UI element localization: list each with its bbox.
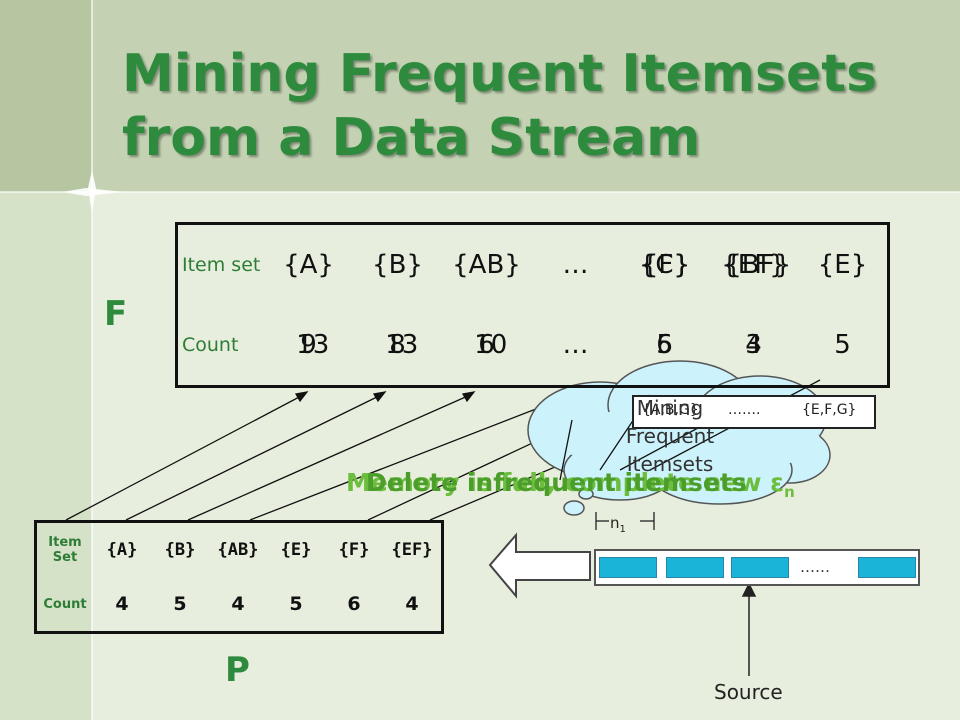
slide-title: Mining Frequent Itemsets from a Data Str… (122, 42, 942, 170)
itemset-cell: {B} (372, 250, 423, 280)
table-row: Item Set {A} {B} {AB} {E} {F} {EF} (36, 522, 443, 578)
itemset-cell: {B} (164, 540, 196, 560)
pattern-item: {A,B,G} (642, 402, 699, 418)
count-cell: 4 (405, 593, 419, 615)
potential-itemset-table: Item Set {A} {B} {AB} {E} {F} {EF} Count… (34, 520, 444, 634)
pattern-item: {E,F,G} (802, 402, 857, 418)
itemset-cell: {EF} (391, 540, 433, 560)
count-cell: 5 (289, 593, 303, 615)
count-overlay: 13 (296, 330, 330, 360)
itemset-cell: {AB} (217, 540, 259, 560)
table-row: Count 4 5 4 5 6 4 (36, 577, 443, 633)
count-header: Count (43, 596, 87, 612)
count-overlay: 13 (385, 330, 419, 360)
itemset-cell: {F} (338, 540, 370, 560)
count-cell: 5 (173, 593, 187, 615)
itemset-cell: {A} (283, 250, 334, 280)
itemset-cell: {A} (106, 540, 138, 560)
label-f: F (104, 294, 128, 334)
pattern-row: {A,B,G} ……. {E,F,G} (632, 395, 876, 429)
cloud-line-3: Itemsets (626, 452, 714, 476)
table-row: Item set {A} {B} {AB} … {C}{F} {EF}{BF} … (177, 224, 889, 306)
source-label: Source (714, 680, 783, 704)
itemset-overlay: {BF} (725, 250, 792, 280)
title-line-1: Mining Frequent Itemsets (122, 44, 878, 104)
count-cell: 4 (231, 593, 245, 615)
sparkle-icon (62, 170, 124, 214)
stream-dots: …… (800, 558, 830, 576)
count-cell: … (562, 330, 589, 360)
itemset-overlay: {F} (641, 250, 690, 280)
frequent-itemset-table: Item set {A} {B} {AB} … {C}{F} {EF}{BF} … (175, 222, 890, 388)
count-overlay: 4 (745, 330, 762, 360)
item-set-header: Item Set (48, 535, 82, 565)
cloud-line-2: Frequent (625, 424, 715, 448)
n1-bracket (595, 512, 655, 530)
count-cell: 4 (115, 593, 129, 615)
cloud-text: Mining Frequent Itemsets (610, 396, 730, 478)
itemset-cell: {E} (280, 540, 312, 560)
count-overlay: 6 (656, 330, 673, 360)
itemset-cell: {EF}{BF} (721, 250, 792, 280)
source-arrow (741, 582, 757, 676)
item-set-header: Item set (182, 254, 261, 276)
itemset-cell: {E} (817, 250, 868, 280)
pattern-item: ……. (728, 402, 761, 418)
data-stream-strip: …… (594, 549, 920, 586)
count-cell: 5 (834, 330, 851, 360)
left-arrow-icon (488, 532, 591, 599)
stream-cell (599, 557, 657, 578)
itemset-cell: {AB} (452, 250, 521, 280)
count-cell: 6 (347, 593, 361, 615)
cloud-line-1: Mining (636, 396, 704, 420)
itemset-cell: {C}{F} (638, 250, 691, 280)
label-p: P (225, 650, 250, 690)
n1-label: n1 (610, 514, 626, 535)
title-line-2: from a Data Stream (122, 108, 701, 168)
itemset-cell: … (562, 250, 589, 280)
stream-cell (666, 557, 724, 578)
stream-cell (731, 557, 789, 578)
count-header: Count (182, 334, 239, 356)
stream-cell (858, 557, 916, 578)
delete-infrequent-caption: Delete infrequent itemsets (366, 468, 747, 497)
memory-full-caption: Memory is full, complete new εn (346, 468, 795, 501)
count-overlay: 10 (474, 330, 508, 360)
